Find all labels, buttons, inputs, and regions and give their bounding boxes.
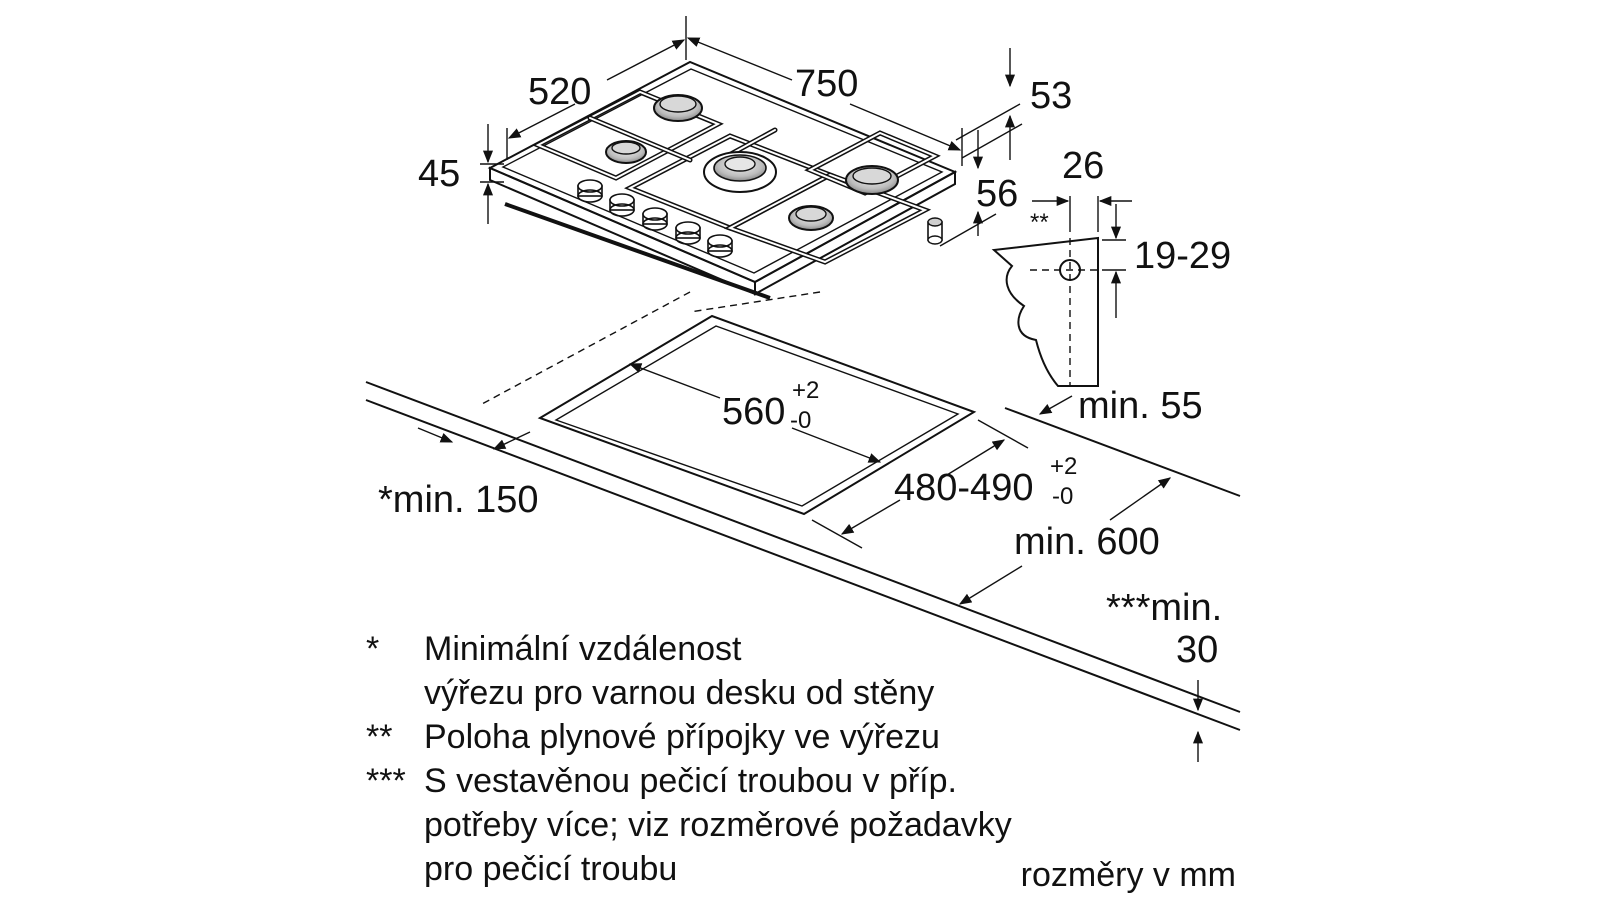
dim-cutout-depth-tol-plus: +2 — [1050, 453, 1077, 480]
dim-56: 56 — [976, 173, 1018, 215]
gas-connection-detail — [991, 195, 1132, 387]
dim-min-150: *min. 150 — [378, 479, 539, 521]
note-3-line-2: potřeby více; viz rozměrové požadavky — [424, 806, 1012, 844]
dim-height-45: 45 — [418, 153, 460, 195]
dim-cutout-width-tol-plus: +2 — [792, 377, 819, 404]
dim-cutout-width: 560 — [722, 391, 785, 433]
knob-2 — [609, 193, 635, 217]
countertop — [365, 291, 1241, 731]
gas-marker: ** — [1030, 209, 1049, 236]
burner-front-right — [788, 205, 834, 231]
footnotes: * Minimální vzdálenost výřezu pro varnou… — [366, 630, 1236, 894]
dim-cutout-depth: 480-490 — [894, 467, 1033, 509]
dimension-labels: 750 520 45 53 56 26 ** 19-29 min. 55 560… — [378, 63, 1231, 671]
dim-gas-offset-26: 26 — [1062, 145, 1104, 187]
note-1-line-2: výřezu pro varnou desku od stěny — [424, 674, 934, 712]
cutout-dimension-lines — [417, 363, 1204, 762]
note-3-line-3: pro pečicí troubu — [424, 850, 677, 888]
hob — [487, 60, 958, 300]
burner-rear-left — [653, 94, 703, 122]
dim-min-30-line1: ***min. — [1106, 587, 1222, 629]
note-1-mark: * — [366, 630, 379, 668]
dim-depth-520: 520 — [528, 71, 591, 113]
burner-wok-center — [703, 151, 777, 193]
knob-4 — [675, 221, 701, 245]
note-3-line-1: S vestavěnou pečicí troubou v příp. — [424, 762, 957, 800]
dim-gas-height: 19-29 — [1134, 235, 1231, 277]
burner-front-left — [605, 140, 647, 164]
dim-width-750: 750 — [795, 63, 858, 105]
burner-rear-right — [845, 165, 899, 195]
dim-53: 53 — [1030, 75, 1072, 117]
note-2-mark: ** — [366, 718, 392, 756]
note-1-line-1: Minimální vzdálenost — [424, 630, 742, 668]
note-2-line-1: Poloha plynové přípojky ve výřezu — [424, 718, 940, 756]
burners — [605, 94, 899, 231]
dim-cutout-width-tol-minus: -0 — [790, 407, 811, 434]
dim-min-600: min. 600 — [1014, 521, 1160, 563]
dim-cutout-depth-tol-minus: -0 — [1052, 483, 1073, 510]
knob-5 — [707, 234, 733, 258]
dim-min-30-line2: 30 — [1176, 629, 1218, 671]
dim-min-55: min. 55 — [1078, 385, 1203, 427]
note-3-mark: *** — [366, 762, 406, 800]
control-knobs — [577, 179, 733, 258]
gas-connector-stub — [927, 217, 943, 245]
hob-dimension-lines — [480, 16, 1023, 247]
knob-3 — [642, 207, 668, 231]
knob-1 — [577, 179, 603, 203]
units-label: rozměry v mm — [1021, 856, 1236, 894]
